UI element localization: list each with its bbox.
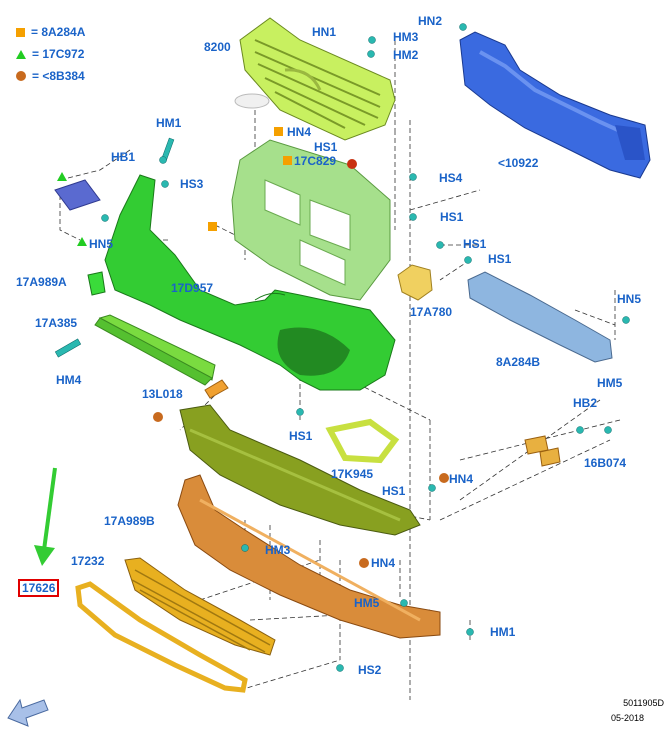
label-hs3: HS3 xyxy=(180,177,204,191)
bumper-cover-part xyxy=(104,174,396,391)
label-hm5-right: HM5 xyxy=(597,376,623,390)
label-hm1-low: HM1 xyxy=(490,625,516,639)
bracket-16b074-part xyxy=(524,435,561,467)
label-17232: 17232 xyxy=(71,554,105,568)
legend-item-8a284a: = 8A284A xyxy=(16,24,85,40)
legend-text: = 17C972 xyxy=(32,47,85,61)
label-hn2: HN2 xyxy=(418,14,443,28)
brown-circle-icon xyxy=(16,71,26,81)
label-hm1-top: HM1 xyxy=(156,116,182,130)
lower-grille-part xyxy=(124,557,276,656)
label-hn5-right: HN5 xyxy=(617,292,642,306)
label-17d957: 17D957 xyxy=(171,281,214,295)
legend-text: = 8A284A xyxy=(31,25,86,39)
label-hs1-f: HS1 xyxy=(382,484,406,498)
diagram-date: 05-2018 xyxy=(610,713,644,723)
label-hm5-low: HM5 xyxy=(354,596,380,610)
label-hn4-low: HN4 xyxy=(371,556,396,570)
label-17k945: 17K945 xyxy=(331,467,374,481)
label-hm4: HM4 xyxy=(56,373,82,387)
green-triangle-icon xyxy=(16,49,26,59)
legend-text: = <8B384 xyxy=(32,69,85,83)
label-13l018: 13L018 xyxy=(142,387,183,401)
label-hn5-left: HN5 xyxy=(89,237,114,251)
legend-item-17c972: = 17C972 xyxy=(16,46,84,62)
label-hn1-top: HN1 xyxy=(312,25,337,39)
lower-grille-frame-part xyxy=(75,581,248,693)
label-17626-highlighted: 17626 xyxy=(18,579,60,597)
marker-set xyxy=(57,127,449,568)
energy-absorber-part xyxy=(177,474,441,639)
fastener-set xyxy=(54,23,630,672)
arrow-down-green-icon xyxy=(34,467,57,566)
label-hb1: HB1 xyxy=(111,150,136,164)
label-hs1-b: HS1 xyxy=(440,210,464,224)
small-bracket-part xyxy=(54,179,101,211)
arrow-left-blue-icon xyxy=(7,698,49,727)
label-hs1-d: HS1 xyxy=(488,252,512,266)
label-hs2: HS2 xyxy=(358,663,382,677)
bracket-17a780-part xyxy=(397,264,433,301)
label-16b074: 16B074 xyxy=(584,456,627,470)
label-hs1-a: HS1 xyxy=(314,140,338,154)
label-hm3-low: HM3 xyxy=(265,543,291,557)
label-8a284b: 8A284B xyxy=(496,355,541,369)
bumper-reinforcement-part xyxy=(459,31,651,179)
upper-grille-part xyxy=(239,17,396,141)
label-17a989a: 17A989A xyxy=(16,275,67,289)
fog-lamp-bezel-part xyxy=(325,418,400,464)
label-hs1-e: HS1 xyxy=(289,429,313,443)
orange-square-icon xyxy=(16,27,25,37)
emblem-part xyxy=(234,93,270,109)
label-17c829: 17C829 xyxy=(294,154,337,168)
label-hm3-top: HM3 xyxy=(393,30,419,44)
sensor-bracket-13l018-part xyxy=(204,379,229,399)
label-hn4-top: HN4 xyxy=(287,125,312,139)
label-hs4: HS4 xyxy=(439,171,463,185)
grille-support-part xyxy=(231,139,391,301)
legend-item-8b384: = <8B384 xyxy=(16,68,85,84)
label-hb2: HB2 xyxy=(573,396,598,410)
label-10922: <10922 xyxy=(498,156,539,170)
diagram-code: 5011905D xyxy=(623,698,664,708)
label-17a780: 17A780 xyxy=(410,305,453,319)
label-17a385: 17A385 xyxy=(35,316,78,330)
label-hn4-mid: HN4 xyxy=(449,472,474,486)
air-deflector-part xyxy=(179,404,421,536)
bracket-8a284b-part xyxy=(467,271,613,363)
tow-eye-cover-part xyxy=(87,271,106,296)
label-17a989b: 17A989B xyxy=(104,514,155,528)
label-8200: 8200 xyxy=(204,40,231,54)
label-hs1-c: HS1 xyxy=(463,237,487,251)
label-hm2: HM2 xyxy=(393,48,419,62)
